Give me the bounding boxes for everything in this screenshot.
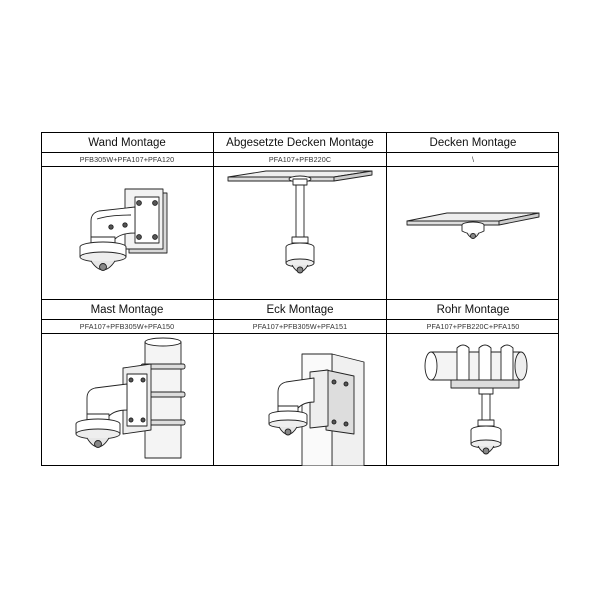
mount-parts-remote-ceiling: PFA107+PFB220C [268, 155, 332, 164]
table-grid [41, 132, 559, 466]
mount-title-pole: Mast Montage [90, 304, 164, 316]
ceiling-mount-illustration [406, 212, 540, 239]
mount-parts-pipe: PFA107+PFB220C+PFA150 [426, 322, 520, 331]
mount-title-corner: Eck Montage [266, 304, 334, 316]
mount-title-remote-ceiling: Abgesetzte Decken Montage [226, 137, 374, 149]
corner-mount-illustration [268, 353, 365, 466]
wall-mount-illustration [79, 188, 168, 271]
mount-title-ceiling: Decken Montage [429, 137, 517, 149]
pole-mount-illustration [75, 337, 186, 459]
pipe-mount-illustration [424, 344, 528, 455]
mounting-options-table: Wand Montage Abgesetzte Decken Montage D… [41, 132, 559, 466]
mount-parts-ceiling: \ [471, 155, 475, 164]
remote-ceiling-mount-illustration [227, 170, 373, 274]
mount-title-wall: Wand Montage [88, 137, 166, 149]
mount-parts-corner: PFA107+PFB305W+PFA151 [252, 322, 348, 331]
mount-title-pipe: Rohr Montage [436, 304, 510, 316]
mount-parts-wall: PFB305W+PFA107+PFA120 [79, 155, 175, 164]
mount-parts-pole: PFA107+PFB305W+PFA150 [79, 322, 175, 331]
